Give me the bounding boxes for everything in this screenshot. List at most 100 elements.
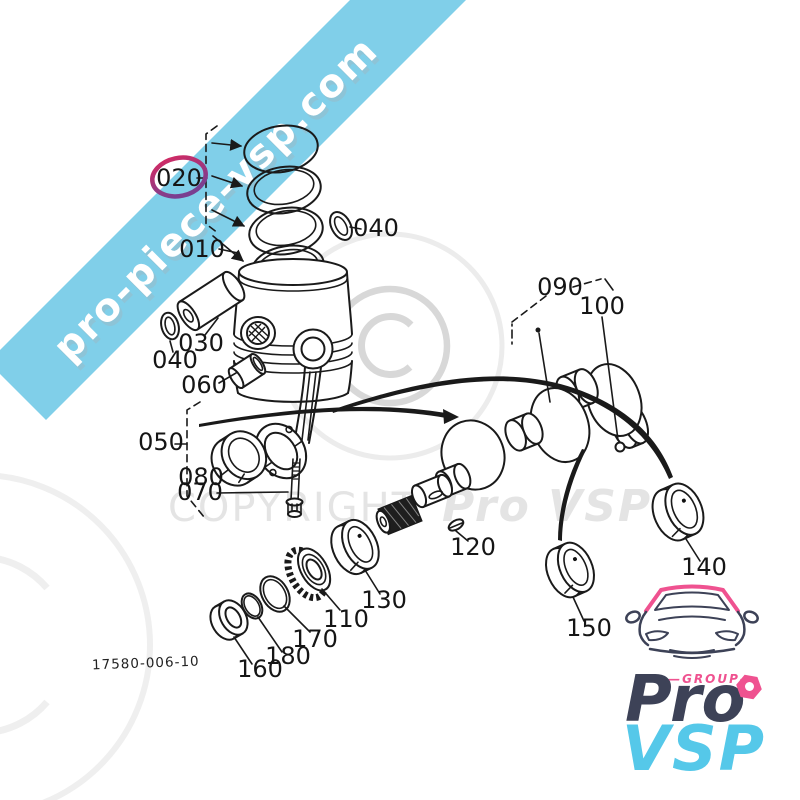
- part-label-130: 130: [361, 586, 407, 614]
- part-label-100: 100: [579, 292, 625, 320]
- circlip-left: [160, 311, 180, 341]
- leader-130: [364, 569, 381, 595]
- part-label-120: 120: [450, 533, 496, 561]
- highlight-ellipse: [150, 155, 208, 199]
- leader-040-right: [349, 226, 362, 230]
- part-label-040-right: 040: [353, 214, 399, 242]
- rod-bolt: [285, 458, 304, 518]
- giant-copyright-c: [0, 555, 50, 735]
- leader-120: [455, 530, 469, 542]
- rod-beam: [301, 371, 317, 441]
- oil-hole: [357, 533, 362, 538]
- car-windshield: [654, 591, 730, 611]
- logo-brand-top: Pro: [625, 663, 745, 737]
- crank-bracket-090: [511, 278, 614, 403]
- part-label-110: 110: [323, 605, 369, 633]
- label-leaders: [169, 226, 701, 665]
- arrowhead: [443, 409, 459, 424]
- leader-040-left: [169, 340, 174, 353]
- part-label-040-left: 040: [152, 346, 198, 374]
- part-label-150: 150: [566, 614, 612, 642]
- key-shaft-section: [410, 473, 454, 509]
- ring-bracket-line: [205, 125, 219, 234]
- circlip-right: [329, 211, 353, 241]
- part-label-170: 170: [292, 625, 338, 653]
- ring-170: [259, 575, 291, 613]
- ring-arrow-3: [211, 209, 246, 227]
- main-bearing-140: [651, 482, 705, 542]
- giant-copyright-watermark: [0, 473, 153, 800]
- part-label-090: 090: [537, 273, 583, 301]
- ribbon-band: [0, 0, 466, 420]
- leader-070: [216, 491, 289, 494]
- piston-pin-hole: [246, 321, 270, 345]
- car-headlight-right: [715, 630, 739, 642]
- part-label-010: 010: [179, 235, 225, 263]
- spline-section: [375, 494, 423, 536]
- part-label-030: 030: [178, 329, 224, 357]
- arrow-to-crankpin: [199, 406, 446, 427]
- leader-030: [204, 317, 219, 336]
- logo-brand-bottom: VSP: [622, 712, 766, 785]
- leader-170: [283, 605, 311, 633]
- compression-ring-1: [243, 124, 319, 174]
- leader-100: [601, 316, 619, 441]
- car-mirror-left: [625, 610, 641, 624]
- car-icon: [625, 584, 759, 659]
- part-label-160: 160: [237, 655, 283, 683]
- compression-ring-2: [246, 165, 322, 215]
- connecting-rod: [254, 328, 334, 480]
- copyright-c: [358, 313, 414, 379]
- main-bearing-150: [545, 541, 595, 599]
- keyway-slot: [428, 490, 444, 500]
- logo-hex-nut-icon: [736, 674, 762, 700]
- piston-skirt: [237, 392, 349, 403]
- oil-hole: [681, 498, 686, 503]
- leader-150: [572, 596, 585, 622]
- rod-small-end: [292, 328, 334, 370]
- ring-arrow-2: [211, 175, 244, 189]
- ring-groove-2: [233, 342, 353, 356]
- pin-bore: [182, 308, 194, 323]
- sweep-arrow-to-bearing-150: [558, 449, 586, 541]
- car-mirror-right: [743, 610, 759, 624]
- highlight-020: 020: [150, 155, 208, 199]
- provsp-logo: —GROUP— Pro VSP: [622, 584, 766, 785]
- giant-copyright-circle: [0, 473, 153, 800]
- ring-groove-3: [233, 351, 353, 365]
- part-labels: 010 040 030 040 060 050 080 070 090 100 …: [138, 214, 727, 683]
- car-headlight-left: [645, 630, 669, 642]
- leader-160: [233, 636, 253, 665]
- logo-group-label: —GROUP—: [668, 672, 754, 686]
- crankpin-1: [504, 412, 544, 452]
- rod-bushing: [227, 352, 267, 390]
- leader-180: [257, 616, 283, 653]
- car-roof-pink: [644, 584, 740, 613]
- piston-pin: [176, 270, 246, 332]
- part-label-180: 180: [265, 642, 311, 670]
- part-label-060: 060: [181, 371, 227, 399]
- assembly-arrows: [199, 376, 673, 541]
- woodruff-key: [447, 518, 465, 532]
- leader-110: [321, 588, 341, 611]
- ring-arrow-4: [212, 235, 244, 262]
- piston-crown: [238, 258, 348, 286]
- part-label-080: 080: [178, 463, 224, 491]
- ring-arrow-1: [211, 138, 243, 151]
- shop-ribbon: pro-piece-vsp.com pro-piece-vsp.com: [0, 0, 466, 420]
- crank-gear: [284, 546, 332, 602]
- bracket-050: [186, 401, 205, 518]
- part-label-140: 140: [681, 553, 727, 581]
- gear-bore: [305, 558, 323, 581]
- leader-010: [218, 248, 239, 254]
- part-label-070: 070: [177, 478, 223, 506]
- part-label-020: 020: [156, 164, 202, 192]
- compression-ring-3: [248, 206, 324, 256]
- oil-hole: [572, 557, 577, 562]
- rod-assy-bracket: [174, 401, 205, 518]
- drawing-number: 17580-006-10: [92, 654, 200, 674]
- crank-pilot-dot: [614, 441, 626, 453]
- leader-080: [218, 469, 229, 478]
